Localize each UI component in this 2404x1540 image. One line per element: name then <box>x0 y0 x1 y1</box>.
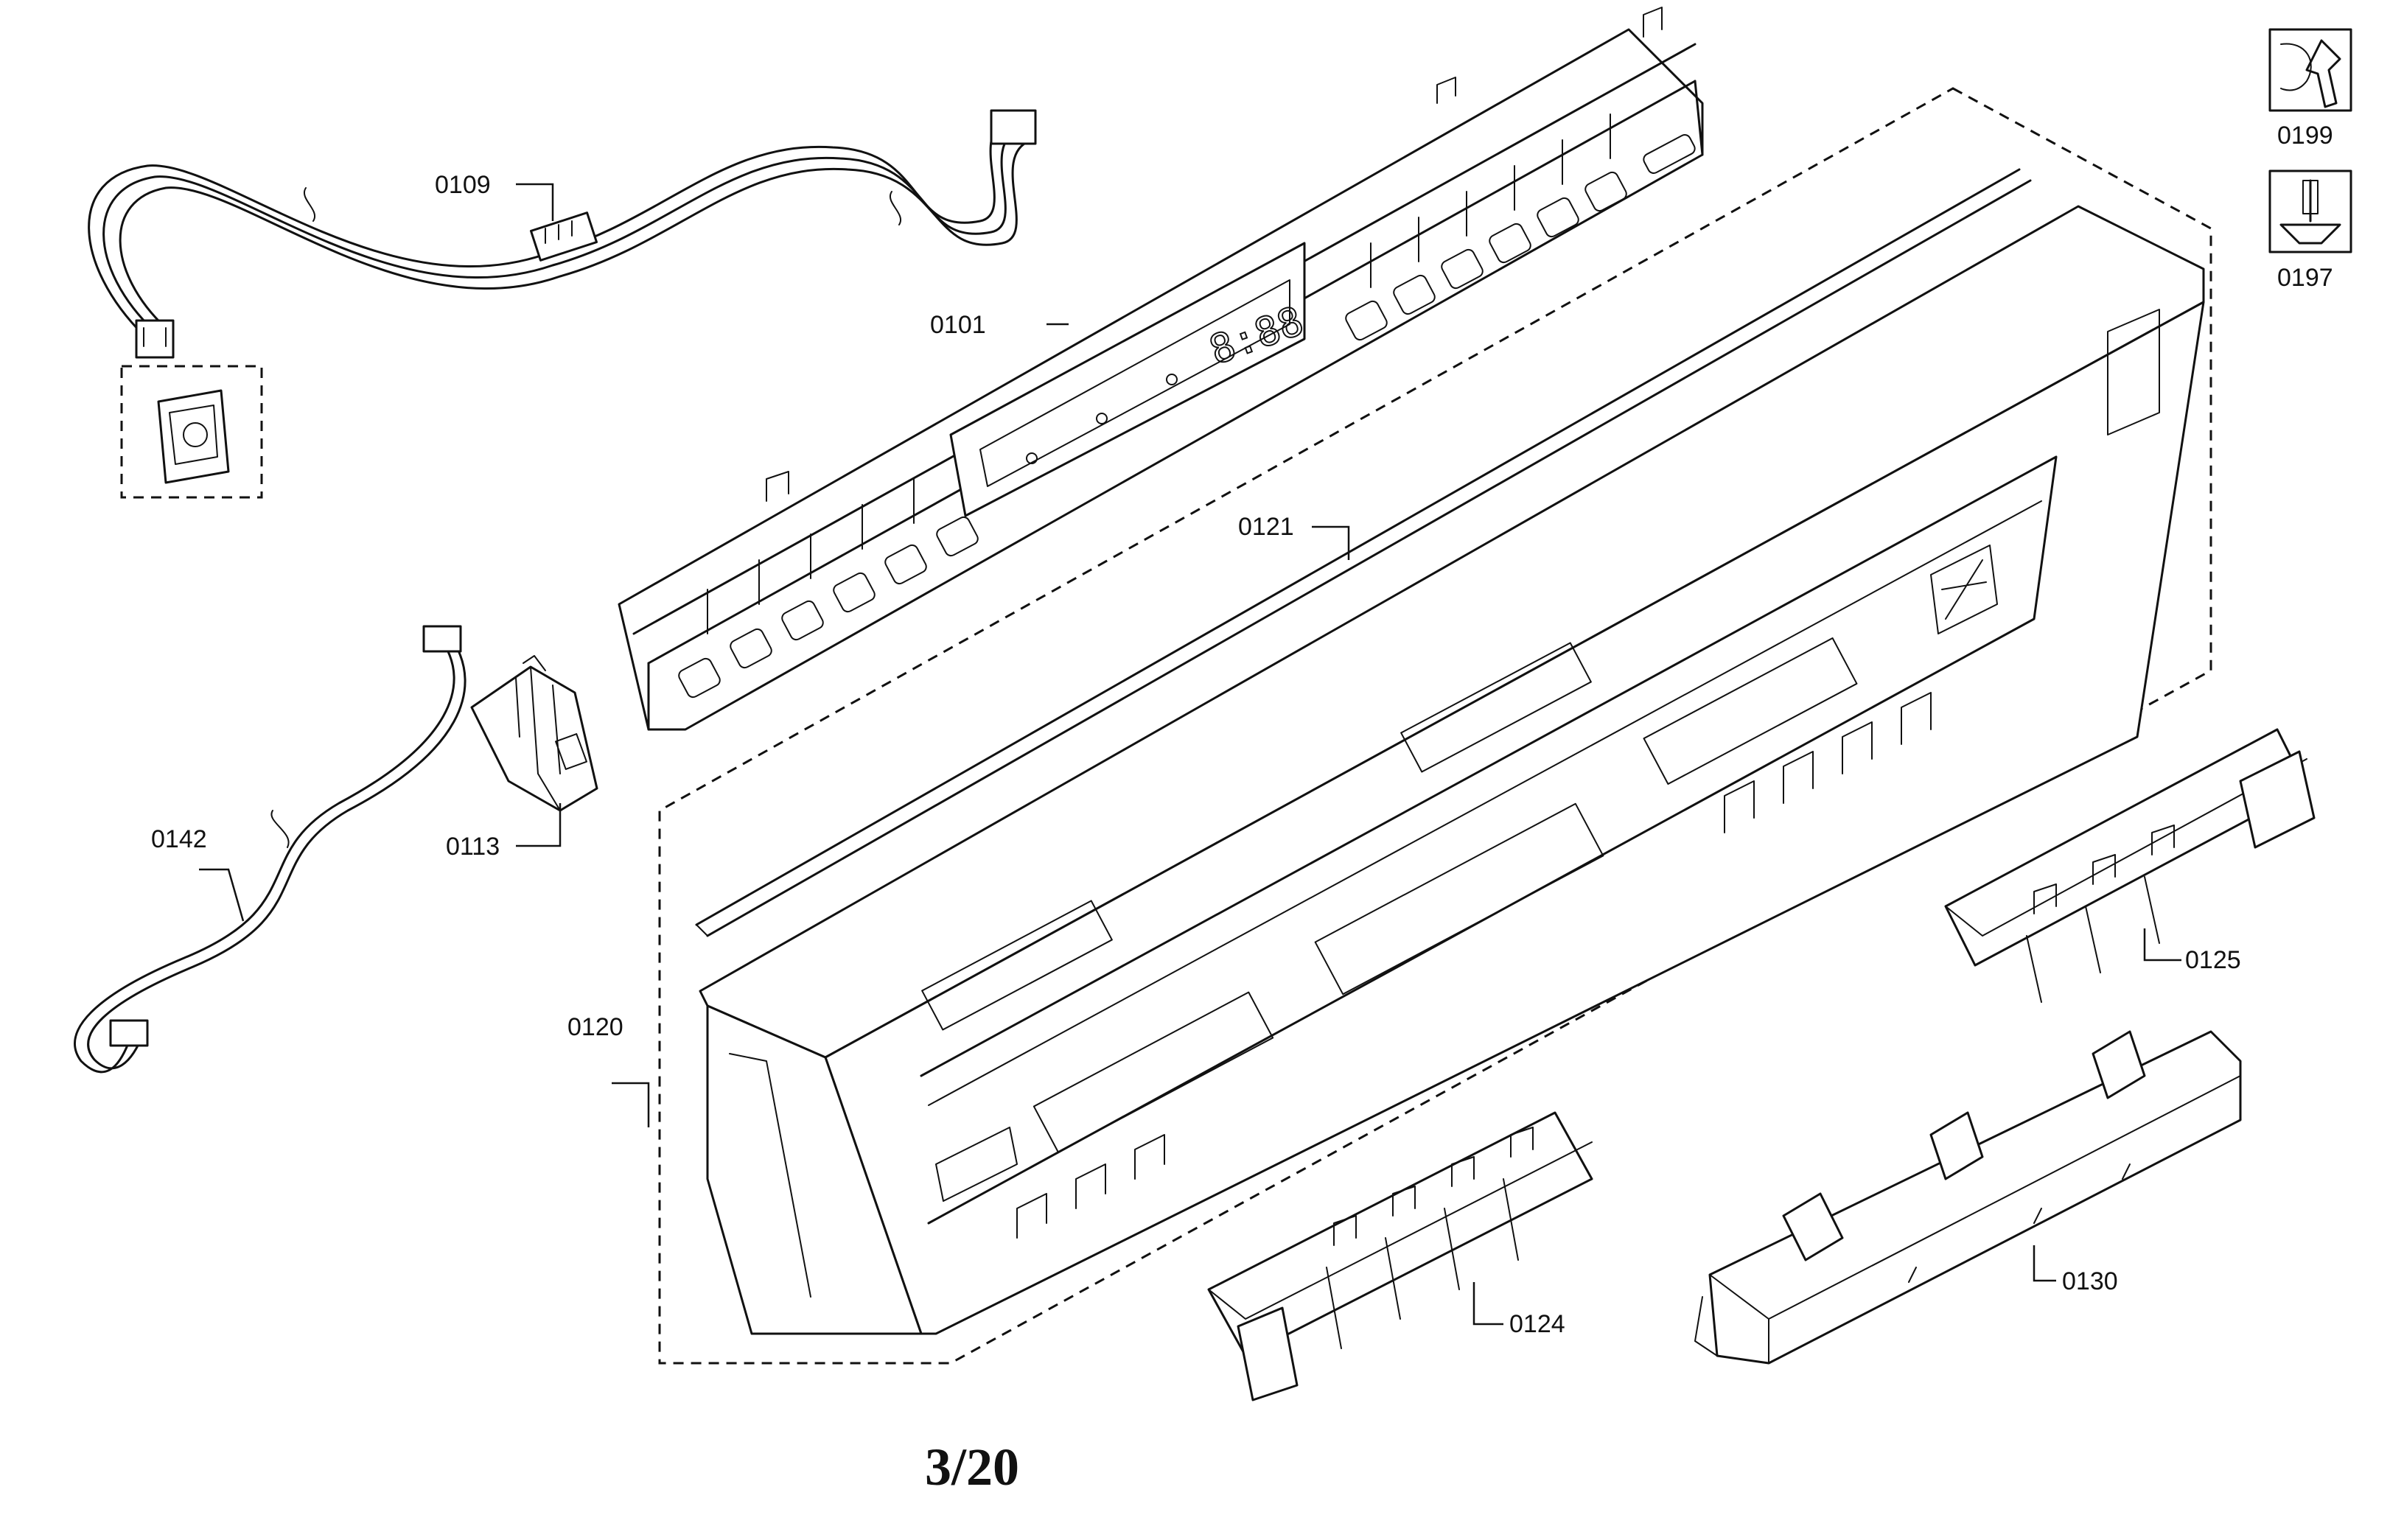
housing-window-3 <box>1643 637 1858 785</box>
housing-window-2 <box>1314 802 1604 995</box>
label-0101: 0101 <box>930 311 986 339</box>
harness-connector-end <box>990 109 1037 145</box>
part-0113-switch-module <box>470 655 598 812</box>
tool-label-0197: 0197 <box>2277 264 2333 292</box>
harness-connector-start <box>135 319 175 359</box>
part-labels: 0109 0101 0121 0113 0142 0120 0124 0125 … <box>151 171 2241 1338</box>
part-0125-button-carrier <box>1944 728 2316 1003</box>
label-0130: 0130 <box>2062 1267 2118 1295</box>
part-0142-wire-harness <box>74 625 467 1074</box>
connector-detail-inset <box>120 365 263 499</box>
label-0142: 0142 <box>151 825 207 853</box>
left-button-cluster <box>678 478 979 699</box>
part-0101-control-frame: 8:88 <box>618 7 1704 731</box>
part-0109-wire-harness <box>88 109 1037 359</box>
label-0109: 0109 <box>435 171 491 199</box>
tool-label-0199: 0199 <box>2277 122 2333 150</box>
part-0124-button-carrier <box>1207 1111 1593 1401</box>
label-0120: 0120 <box>567 1013 623 1041</box>
part-0130-cover <box>1694 1030 2242 1365</box>
screwdriver-tool-icon <box>2268 169 2352 253</box>
part-0121-seal-strip <box>695 168 2032 937</box>
label-0121: 0121 <box>1238 513 1294 541</box>
right-button-cluster <box>1345 113 1696 341</box>
part-0120-housing <box>699 205 2205 1335</box>
label-0124: 0124 <box>1509 1310 1565 1338</box>
page-label: 3/20 <box>925 1438 1019 1497</box>
harness-0142-connector-bottom <box>109 1019 149 1047</box>
housing-window-1 <box>1032 991 1274 1153</box>
label-0113: 0113 <box>446 833 500 861</box>
harness-0142-connector-top <box>422 625 462 653</box>
display-window <box>949 242 1306 517</box>
tool-icons: 0199 0197 <box>2268 28 2352 292</box>
label-0125: 0125 <box>2185 946 2241 974</box>
harness-connector-center <box>529 211 598 262</box>
wrench-tool-icon <box>2268 28 2352 112</box>
leader-lines <box>199 183 2181 1326</box>
